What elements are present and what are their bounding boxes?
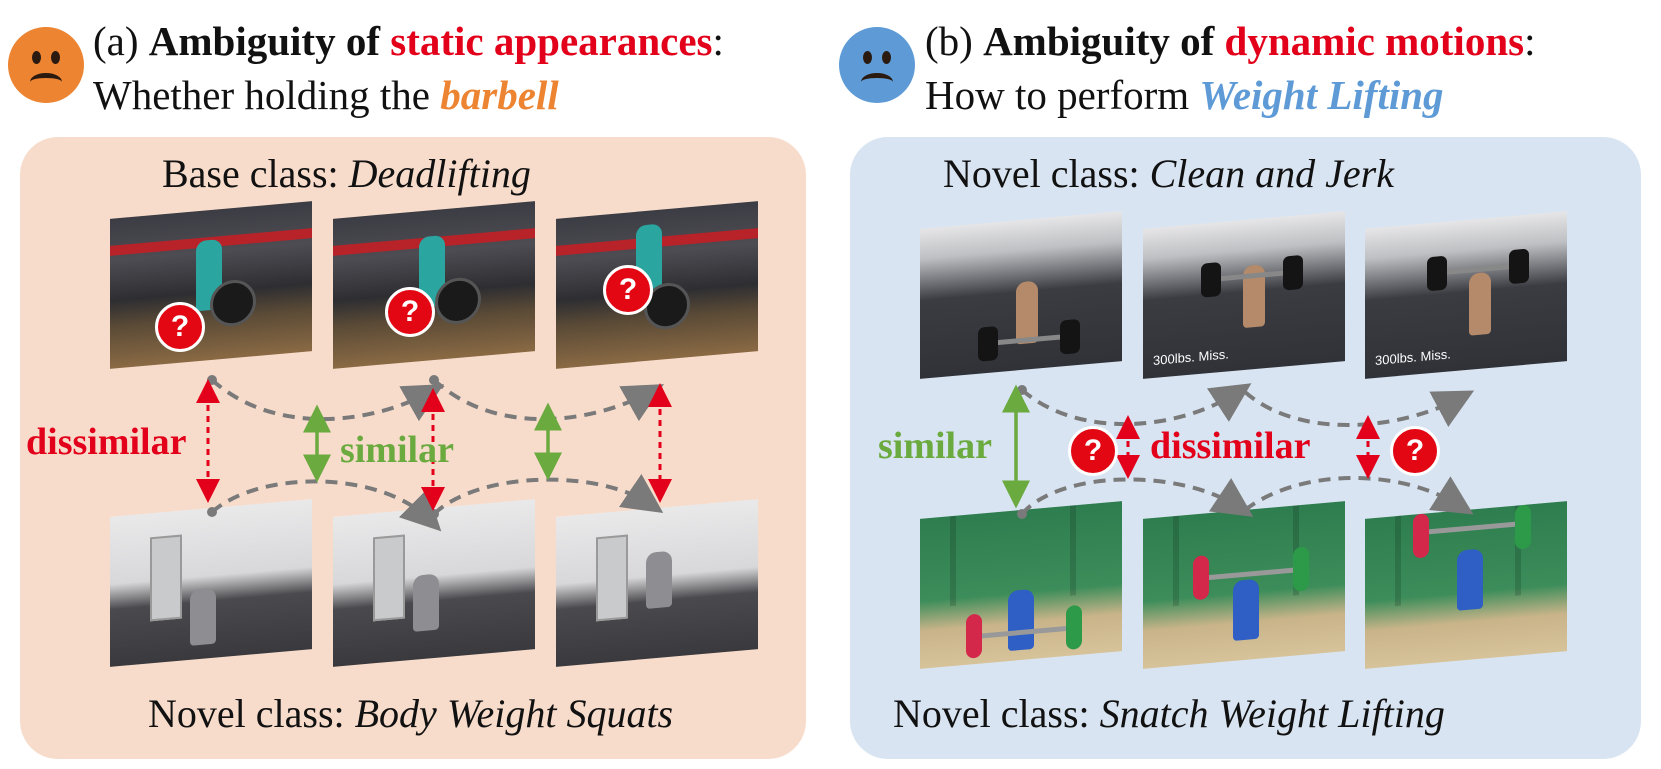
panel-a-title-colon: : [712, 18, 724, 64]
panel-a-subtitle-plain: Whether holding the [93, 72, 431, 118]
panel-b-top-label-italic: Clean and Jerk [1149, 151, 1394, 196]
temporal-arrow [1243, 476, 1474, 515]
sad-face-blue-icon [839, 27, 915, 103]
panel-a-subtitle-emph: barbell [440, 72, 559, 118]
question-mark-icon: ? [385, 287, 435, 337]
panel-b-prefix: (b) [925, 18, 973, 64]
panel-b-title-red: dynamic motions [1224, 18, 1525, 64]
panel-a-top-class-label: Base class: Deadlifting [162, 152, 531, 196]
panel-a-title: (a) Ambiguity of static appearances: [93, 18, 724, 64]
question-mark-icon: ? [1068, 426, 1118, 476]
temporal-arrow [432, 378, 664, 422]
question-mark-icon: ? [603, 265, 653, 315]
panel-a-dissimilar-label: dissimilar [26, 421, 187, 463]
panel-b-subtitle: How to perform Weight Lifting [925, 72, 1444, 118]
panel-b-bottom-class-label: Novel class: Snatch Weight Lifting [893, 692, 1445, 736]
temporal-arrow [210, 479, 442, 532]
panel-a-bottom-label-plain: Novel class: [148, 691, 345, 736]
panel-a-top-label-italic: Deadlifting [348, 151, 531, 196]
panel-a-title-bold: Ambiguity of [148, 18, 380, 64]
temporal-arrow [1020, 383, 1252, 426]
panel-b-similar-label: similar [878, 425, 992, 467]
panel-a-subtitle: Whether holding the barbell [93, 72, 559, 118]
panel-b-top-label-plain: Novel class: [943, 151, 1140, 196]
panel-a-prefix: (a) [93, 18, 139, 64]
panel-b-subtitle-plain: How to perform [925, 72, 1190, 118]
panel-b-bottom-label-italic: Snatch Weight Lifting [1099, 691, 1445, 736]
question-mark-icon: ? [155, 302, 205, 352]
panel-b-bottom-label-plain: Novel class: [893, 691, 1090, 736]
panel-b-title: (b) Ambiguity of dynamic motions: [925, 18, 1536, 64]
question-mark-icon: ? [1390, 426, 1440, 476]
panel-a-top-label-plain: Base class: [162, 151, 339, 196]
temporal-arrow [210, 378, 444, 422]
panel-b-title-colon: : [1524, 18, 1536, 64]
panel-a-bottom-label-italic: Body Weight Squats [354, 691, 674, 736]
panel-b-dissimilar-label: dissimilar [1150, 425, 1311, 467]
temporal-arrow [1020, 477, 1254, 517]
panel-b-top-class-label: Novel class: Clean and Jerk [943, 152, 1394, 196]
panel-a-similar-label: similar [340, 429, 454, 471]
sad-face-orange-icon [8, 27, 84, 103]
panel-a-bottom-class-label: Novel class: Body Weight Squats [148, 692, 673, 736]
panel-a-title-red: static appearances [390, 18, 713, 64]
temporal-arrow [432, 473, 664, 516]
panel-b-subtitle-emph: Weight Lifting [1199, 72, 1444, 118]
temporal-arrow [1243, 390, 1475, 427]
panel-b-title-bold: Ambiguity of [983, 18, 1215, 64]
